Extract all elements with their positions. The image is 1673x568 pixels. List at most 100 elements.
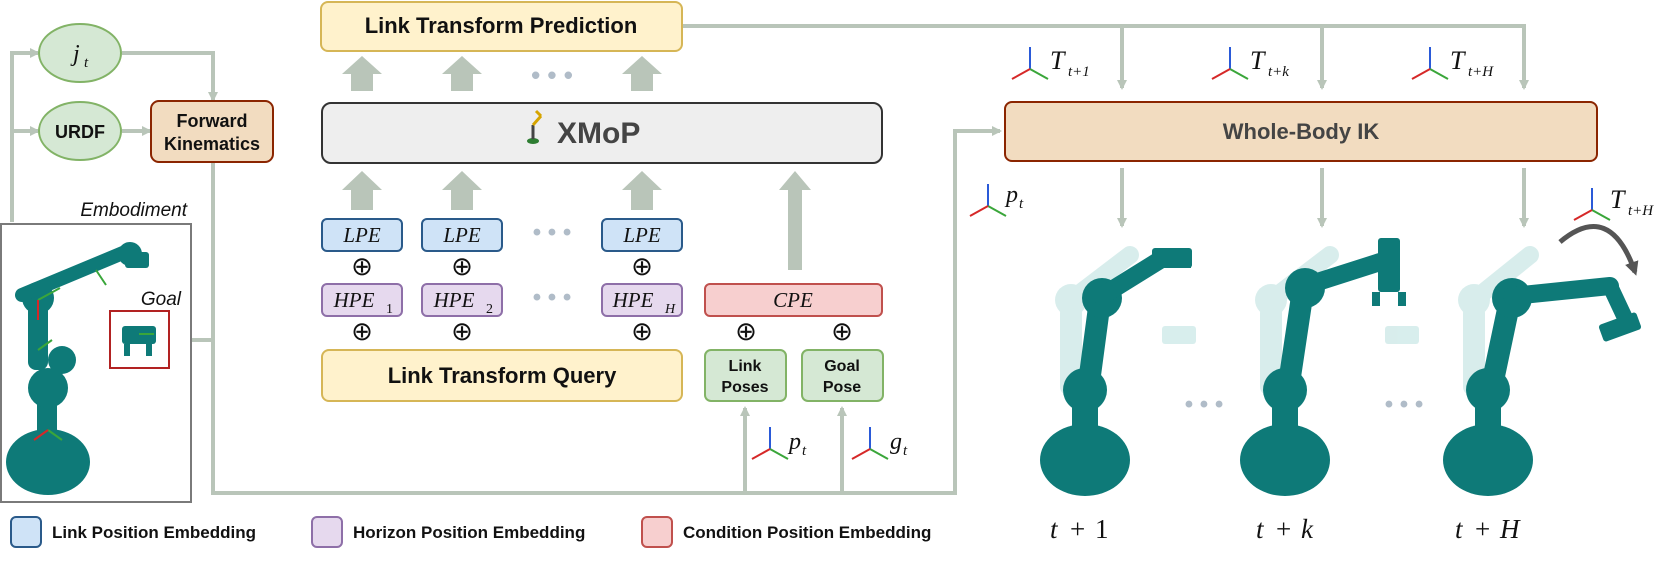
ellipsis-robots-2: • • • [1385, 391, 1424, 418]
ik-label: Whole-Body IK [1223, 119, 1380, 144]
legend: Link Position Embedding Horizon Position… [10, 516, 931, 548]
link-transform-prediction-box: Link Transform Prediction [320, 1, 683, 52]
svg-text:k: k [1301, 514, 1314, 544]
fk-label-line2: Kinematics [164, 134, 260, 154]
oplus-row-1: ⊕ ⊕ ⊕ [351, 252, 653, 281]
hpe-label: HPE [433, 288, 475, 312]
oplus-symbol: ⊕ [451, 252, 473, 281]
gt-symbol: g [890, 429, 902, 455]
oplus-symbol: ⊕ [351, 252, 373, 281]
link-poses-line1: Link [729, 358, 762, 375]
hpe-label: HPE [612, 288, 654, 312]
timestep-label-H: t + H [1455, 514, 1521, 544]
lpe-box-2: LPE [421, 218, 503, 252]
timestep-label-1: t + 1 [1050, 514, 1109, 544]
hpe-subscript: H [664, 302, 676, 317]
legend-item-hpe: Horizon Position Embedding [311, 516, 585, 548]
T-symbol: T [1050, 46, 1066, 75]
pose-input-arrows [740, 406, 847, 493]
query-label: Link Transform Query [388, 363, 617, 388]
oplus-symbol: ⊕ [831, 317, 853, 346]
xmop-model-box: XMoP [321, 102, 883, 164]
robot-arm-logo-icon [527, 109, 543, 144]
goal-pose-box: Goal Pose [801, 349, 884, 402]
transform-t1: T t+1 [1011, 46, 1090, 80]
T-symbol: T [1250, 46, 1266, 75]
goal-motion-arrow [1558, 224, 1639, 276]
oplus-symbol: ⊕ [451, 317, 473, 346]
lpe-label: LPE [622, 223, 661, 247]
hpe-row: HPE 1 HPE 2 • • • HPE H [321, 283, 683, 317]
forward-kinematics-box: Forward Kinematics [150, 100, 274, 163]
lpe-label: LPE [442, 223, 481, 247]
pt-ik-frame-icon [969, 183, 1007, 217]
oplus-symbol: ⊕ [631, 252, 653, 281]
legend-item-lpe: Link Position Embedding [10, 516, 256, 548]
goal-pose-line1: Goal [824, 358, 860, 375]
lpe-row: LPE LPE • • • LPE [321, 218, 683, 252]
joint-symbol: j [70, 41, 80, 67]
legend-item-cpe: Condition Position Embedding [641, 516, 931, 548]
fk-label-line1: Forward [176, 111, 247, 131]
embodiment-title: Embodiment [80, 200, 187, 221]
gt-subscript: t [903, 443, 908, 459]
ellipsis-hpe: • • • [533, 284, 572, 311]
robot-render-t1 [1040, 246, 1196, 496]
T-subscript: t+k [1268, 64, 1289, 80]
ellipsis-robots-1: • • • [1185, 391, 1224, 418]
link-poses-box: Link Poses [704, 349, 787, 402]
prediction-label: Link Transform Prediction [365, 13, 638, 38]
whole-body-ik-box: Whole-Body IK [1004, 101, 1598, 162]
joint-subscript: t [84, 55, 89, 71]
pt-subscript: t [802, 443, 807, 459]
pt-frame-icon [751, 426, 789, 460]
goal-label: Goal [141, 289, 182, 310]
pt-ik-symbol: p [1004, 182, 1018, 208]
hpe-subscript: 1 [386, 302, 393, 317]
pt-ik-subscript: t [1019, 196, 1024, 212]
svg-text:t: t [1256, 514, 1265, 544]
ik-output-arrows [1117, 168, 1529, 228]
svg-text:t: t [1455, 514, 1464, 544]
goal-gripper-icon [122, 326, 156, 356]
transform-tk: T t+k [1211, 46, 1289, 80]
pt-symbol: p [787, 429, 801, 455]
urdf-node: URDF [38, 101, 122, 161]
prediction-output-arrows [683, 24, 1529, 90]
hpe-box-1: HPE 1 [321, 283, 403, 317]
transform-tH: T t+H [1411, 46, 1494, 80]
T-symbol: T [1450, 46, 1466, 75]
T-subscript: t+H [1468, 64, 1494, 80]
ellipsis-lpe: • • • [533, 219, 572, 246]
cpe-label: CPE [773, 288, 813, 312]
embodiment-robot-arm [6, 242, 149, 495]
svg-text:Condition Position Embedding: Condition Position Embedding [683, 523, 931, 542]
robot-render-tk [1240, 238, 1419, 496]
robot-render-tH [1443, 246, 1642, 496]
lpe-box-1: LPE [321, 218, 403, 252]
lpe-box-n: LPE [601, 218, 683, 252]
upward-arrows-mid [342, 171, 811, 270]
oplus-symbol: ⊕ [351, 317, 373, 346]
link-transform-query-box: Link Transform Query [321, 349, 683, 402]
ellipsis-top: • • • [531, 60, 573, 90]
urdf-label: URDF [55, 122, 105, 142]
svg-text:+: + [1070, 514, 1085, 544]
oplus-symbol: ⊕ [631, 317, 653, 346]
svg-text:+: + [1475, 514, 1490, 544]
tH-goal-symbol: T [1610, 185, 1626, 214]
embodiment-panel: Embodiment Goal [0, 200, 192, 503]
gt-frame-icon [851, 426, 889, 460]
model-name: XMoP [557, 117, 640, 150]
hpe-box-n: HPE H [601, 283, 683, 317]
tH-goal-frame-icon [1573, 187, 1611, 221]
svg-text:t: t [1050, 514, 1059, 544]
timestep-label-k: t + k [1256, 514, 1314, 544]
svg-text:Link Position Embedding: Link Position Embedding [52, 523, 256, 542]
svg-text:+: + [1276, 514, 1291, 544]
T-subscript: t+1 [1068, 64, 1090, 80]
svg-text:1: 1 [1095, 514, 1109, 544]
oplus-symbol: ⊕ [735, 317, 757, 346]
goal-pose-line2: Pose [823, 379, 861, 396]
